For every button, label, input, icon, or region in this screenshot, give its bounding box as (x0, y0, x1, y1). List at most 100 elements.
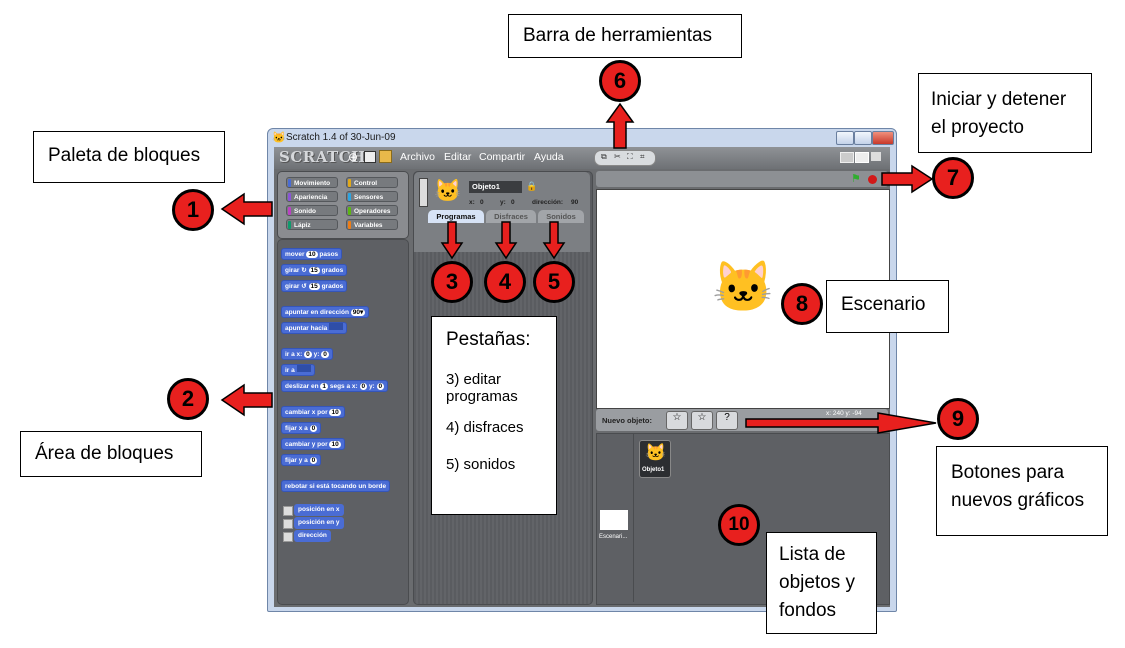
paint-sprite-button[interactable]: ☆ (666, 411, 688, 430)
block-set-y[interactable]: fijar y a 0 (281, 454, 322, 466)
menu-compartir[interactable]: Compartir (479, 151, 526, 163)
stage-thumb-label: Escenari... (599, 534, 628, 540)
sprite-thumb-cat-icon: 🐱 (645, 443, 667, 462)
save-icon[interactable] (364, 151, 376, 163)
rotate-style-buttons[interactable] (419, 178, 428, 207)
block-goto-xy[interactable]: ir a x: 0 y: 0 (281, 348, 333, 360)
category-label: Movimiento (294, 180, 331, 187)
block-input[interactable]: 0 (359, 383, 368, 390)
badge-2: 2 (167, 378, 209, 420)
menu-archivo[interactable]: Archivo (400, 151, 436, 163)
reporter-checkbox[interactable] (283, 519, 293, 529)
globe-icon[interactable]: ⊕ (348, 150, 359, 164)
presentation-icon[interactable] (871, 152, 881, 161)
block-dropdown[interactable] (296, 365, 311, 372)
sprite-dir-value: 90 (571, 199, 579, 206)
sprite-y-value: 0 (511, 199, 515, 206)
sprite-thumbnail[interactable]: 🐱 Objeto1 (639, 440, 671, 478)
reporter-y-position[interactable]: posición en y (294, 517, 344, 529)
block-input[interactable]: 0 (309, 457, 318, 464)
block-move[interactable]: mover 10 pasos (281, 248, 343, 260)
normal-stage-icon[interactable] (855, 152, 869, 163)
block-text: apuntar en dirección (285, 309, 349, 316)
sprite-name-field[interactable]: Objeto1 (469, 181, 522, 193)
sprite-y-label: y: (500, 199, 506, 206)
badge-1: 1 (172, 189, 214, 231)
block-input[interactable]: 10 (329, 441, 341, 448)
shrink-icon[interactable]: ⌗ (640, 152, 645, 161)
block-input[interactable]: 0 (376, 383, 385, 390)
reporter-x-position[interactable]: posición en x (294, 504, 344, 516)
block-input[interactable]: 10 (306, 251, 318, 258)
block-point-towards[interactable]: apuntar hacia (281, 322, 348, 334)
block-turn-right[interactable]: girar ↻ 15 grados (281, 264, 348, 276)
block-glide[interactable]: deslizar en 1 segs a x: 0 y: 0 (281, 380, 389, 392)
duplicate-icon[interactable]: ⧉ (601, 152, 607, 161)
close-button[interactable] (872, 131, 894, 145)
block-input[interactable]: 0 (304, 351, 312, 358)
category-apariencia[interactable]: Apariencia (286, 191, 338, 202)
category-swatch (348, 193, 351, 201)
block-text: deslizar en (285, 383, 319, 390)
menu-editar[interactable]: Editar (444, 151, 472, 163)
tab-sonidos[interactable]: Sonidos (538, 210, 584, 223)
block-dropdown[interactable] (329, 323, 344, 330)
block-point-direction[interactable]: apuntar en dirección 90▾ (281, 306, 370, 318)
tab-disfraces[interactable]: Disfraces (486, 210, 536, 223)
block-bounce[interactable]: rebotar si está tocando un borde (281, 480, 391, 492)
note-blocks-area-text: Área de bloques (35, 443, 174, 464)
block-input[interactable]: 10 (329, 409, 341, 416)
scratch-cat-sprite[interactable]: 🐱 (712, 259, 775, 315)
category-movimiento[interactable]: Movimiento (286, 177, 338, 188)
block-input[interactable]: 0 (321, 351, 329, 358)
menu-ayuda[interactable]: Ayuda (534, 151, 564, 163)
block-text: grados (321, 283, 344, 290)
minimize-button[interactable] (836, 131, 854, 145)
block-dropdown[interactable]: 90▾ (350, 309, 366, 316)
note-toolbar: Barra de herramientas (508, 14, 742, 58)
category-label: Operadores (354, 208, 391, 215)
lock-icon[interactable]: 🔒 (526, 181, 538, 191)
block-goto[interactable]: ir a (281, 364, 315, 376)
random-sprite-button[interactable]: ? (716, 411, 738, 430)
block-input[interactable]: 15 (308, 267, 320, 274)
note-tabs-item: 5) sonidos (446, 456, 516, 473)
reporter-direction[interactable]: dirección (294, 530, 331, 542)
green-flag-icon[interactable]: ⚑ (851, 173, 861, 185)
sprite-cat-icon: 🐱 (434, 178, 462, 203)
category-variables[interactable]: Variables (346, 219, 398, 230)
note-palette: Paleta de bloques (33, 131, 225, 183)
stop-icon[interactable] (868, 175, 877, 184)
reporter-checkbox[interactable] (283, 532, 293, 542)
block-input[interactable]: 0 (309, 425, 318, 432)
stage-thumbnail[interactable]: Escenari... (597, 434, 634, 602)
grow-icon[interactable]: ⛶ (627, 152, 633, 161)
note-new-sprites: Botones para nuevos gráficos (936, 446, 1108, 536)
category-swatch (348, 207, 351, 215)
category-lapiz[interactable]: Lápiz (286, 219, 338, 230)
block-turn-left[interactable]: girar ↺ 15 grados (281, 280, 348, 292)
block-set-x[interactable]: fijar x a 0 (281, 422, 322, 434)
block-change-x[interactable]: cambiar x por 10 (281, 406, 345, 418)
choose-sprite-button[interactable]: ☆ (691, 411, 713, 430)
delete-icon[interactable]: ✂ (614, 152, 621, 161)
arrow-2 (220, 383, 273, 417)
block-palette: Movimiento Apariencia Sonido Lápiz Contr… (277, 171, 409, 239)
sprite-thumb-label: Objeto1 (642, 467, 665, 473)
reporter-checkbox[interactable] (283, 506, 293, 516)
category-control[interactable]: Control (346, 177, 398, 188)
block-text: fijar x a (285, 425, 308, 432)
block-input[interactable]: 15 (308, 283, 320, 290)
category-sensores[interactable]: Sensores (346, 191, 398, 202)
block-input[interactable]: 1 (320, 383, 329, 390)
tab-programas[interactable]: Programas (428, 210, 484, 223)
small-stage-icon[interactable] (840, 152, 854, 163)
block-change-y[interactable]: cambiar y por 10 (281, 438, 345, 450)
category-operadores[interactable]: Operadores (346, 205, 398, 216)
share-icon[interactable] (379, 150, 392, 163)
block-text: y: (313, 351, 320, 358)
maximize-button[interactable] (854, 131, 872, 145)
category-sonido[interactable]: Sonido (286, 205, 338, 216)
badge-8: 8 (781, 283, 823, 325)
note-stage: Escenario (826, 280, 949, 333)
